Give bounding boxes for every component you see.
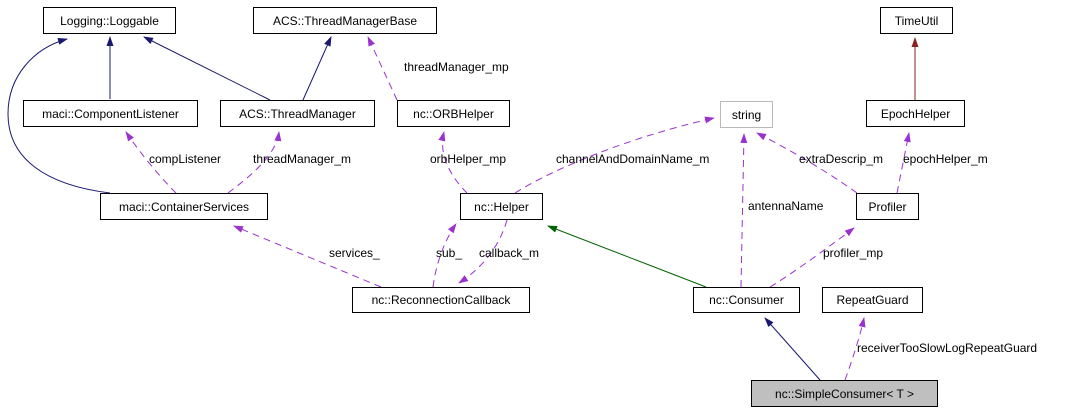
edge-simpleconsumer-consumer — [764, 317, 821, 381]
edge-containerservices-componentlistener — [125, 131, 177, 194]
class-node-label: maci::ContainerServices — [118, 199, 250, 214]
edge-label-epochhelper-m: epochHelper_m — [903, 152, 988, 166]
edge-label-threadmanager-m: threadManager_m — [253, 152, 352, 166]
class-node-label: RepeatGuard — [836, 293, 909, 307]
class-node-label: TimeUtil — [894, 13, 939, 28]
class-node-label: Logging::Loggable — [60, 13, 159, 28]
class-node-label: EpochHelper — [880, 106, 951, 121]
edge-label-antennaname: antennaName — [748, 199, 824, 213]
edge-reconnectioncallback-containerservices — [233, 225, 382, 288]
edge-threadmanager-loggable — [143, 36, 271, 101]
class-node-label: nc::ORBHelper — [413, 106, 494, 121]
edge-reconnectioncallback-helper — [432, 223, 457, 288]
edge-label-receivertooslowlogrepeatguard: receiverTooSlowLogRepeatGuard — [857, 341, 1038, 355]
edge-profiler-string — [756, 132, 858, 194]
class-node-label: string — [731, 107, 762, 122]
class-node-timeutil[interactable]: TimeUtil — [880, 7, 953, 34]
edge-helper-orbhelper — [438, 131, 468, 194]
class-node-threadmanager[interactable]: ACS::ThreadManager — [220, 100, 375, 127]
class-node-simpleconsumer: nc::SimpleConsumer< T > — [751, 380, 938, 407]
class-node-componentlistener[interactable]: maci::ComponentListener — [23, 100, 198, 127]
edge-consumer-profiler — [769, 227, 855, 288]
edge-label-threadmanager-mp: threadManager_mp — [404, 60, 509, 74]
class-node-label: nc::Helper — [474, 199, 529, 214]
edge-containerservices-loggable — [7, 37, 111, 194]
class-node-epochhelper[interactable]: EpochHelper — [866, 100, 965, 127]
edge-orbhelper-threadmanagerbase — [367, 36, 398, 101]
edge-label-services: services_ — [329, 246, 380, 260]
class-node-orbhelper[interactable]: nc::ORBHelper — [397, 100, 510, 127]
class-node-label: nc::Consumer — [709, 293, 784, 307]
edge-threadmanager-threadmanagerbase — [302, 36, 332, 101]
class-node-loggable[interactable]: Logging::Loggable — [43, 7, 176, 34]
class-node-consumer[interactable]: nc::Consumer — [693, 287, 800, 313]
class-node-threadmanagerbase[interactable]: ACS::ThreadManagerBase — [253, 7, 437, 34]
class-node-label: Profiler — [868, 199, 907, 214]
class-node-repeatguard[interactable]: RepeatGuard — [822, 287, 923, 313]
class-node-profiler[interactable]: Profiler — [856, 193, 919, 220]
edge-profiler-epochhelper — [896, 132, 911, 194]
class-node-label: ACS::ThreadManagerBase — [272, 13, 418, 28]
class-node-label: ACS::ThreadManager — [239, 106, 356, 121]
edge-label-complistener: compListener — [149, 152, 222, 166]
class-node-string: string — [720, 101, 773, 128]
edge-label-profiler-mp: profiler_mp — [823, 246, 884, 260]
edge-label-extradescrip-m: extraDescrip_m — [799, 152, 884, 166]
edge-simpleconsumer-repeatguard — [844, 317, 866, 381]
edge-consumer-string — [740, 133, 748, 288]
edge-helper-string — [514, 116, 715, 194]
class-node-reconnectioncallback[interactable]: nc::ReconnectionCallback — [352, 287, 530, 313]
edge-helper-reconnectioncallback — [458, 219, 508, 284]
edge-label-orbhelper-mp: orbHelper_mp — [430, 152, 507, 166]
edge-label-callback-m: callback_m — [479, 246, 540, 260]
class-node-label: maci::ComponentListener — [42, 106, 179, 121]
class-node-helper[interactable]: nc::Helper — [460, 193, 543, 220]
edge-containerservices-threadmanager — [227, 131, 282, 194]
class-node-containerservices[interactable]: maci::ContainerServices — [100, 193, 268, 220]
edge-label-sub: sub_ — [436, 246, 463, 260]
edge-label-channelanddomainname-m: channelAndDomainName_m — [556, 152, 710, 166]
class-node-label: nc::SimpleConsumer< T > — [775, 386, 914, 401]
class-node-label: nc::ReconnectionCallback — [371, 293, 511, 307]
edge-consumer-helper — [547, 225, 707, 288]
